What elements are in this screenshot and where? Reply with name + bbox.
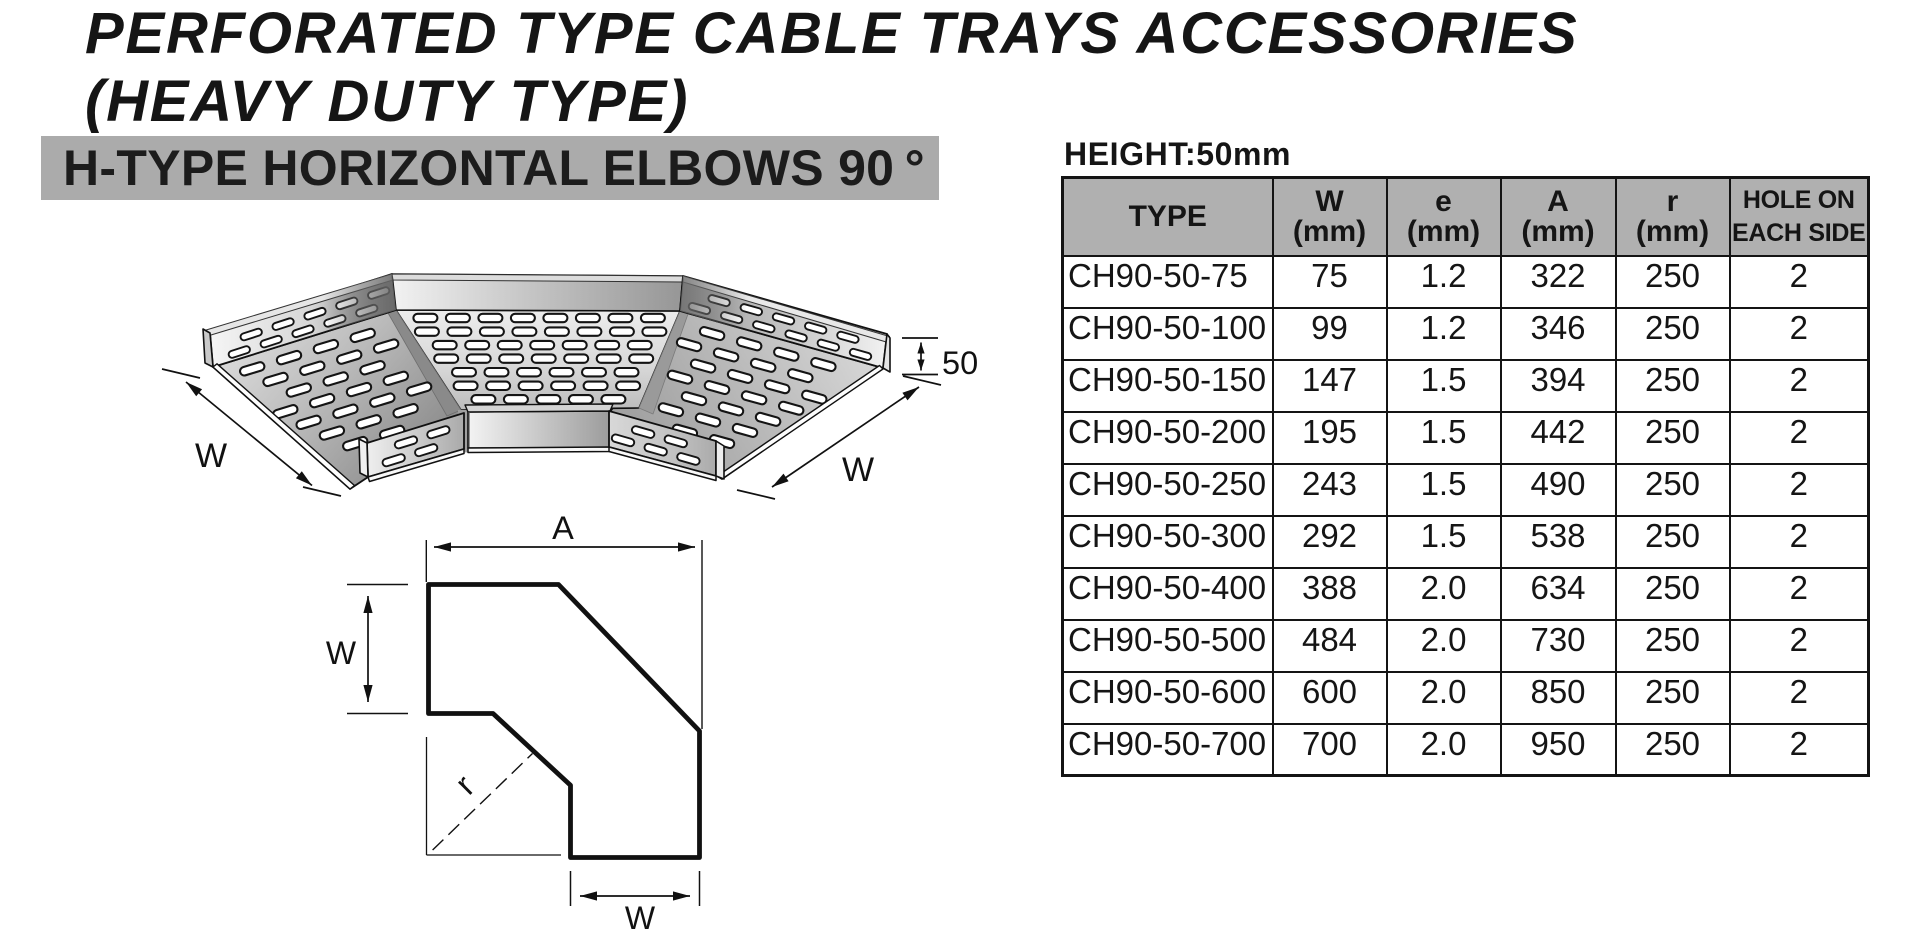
svg-text:W: W <box>625 900 656 933</box>
svg-text:A: A <box>552 510 574 546</box>
svg-text:50: 50 <box>942 345 978 381</box>
svg-text:r: r <box>448 768 482 802</box>
svg-text:W: W <box>326 635 357 671</box>
svg-text:W: W <box>195 437 227 475</box>
svg-text:W: W <box>842 451 874 489</box>
